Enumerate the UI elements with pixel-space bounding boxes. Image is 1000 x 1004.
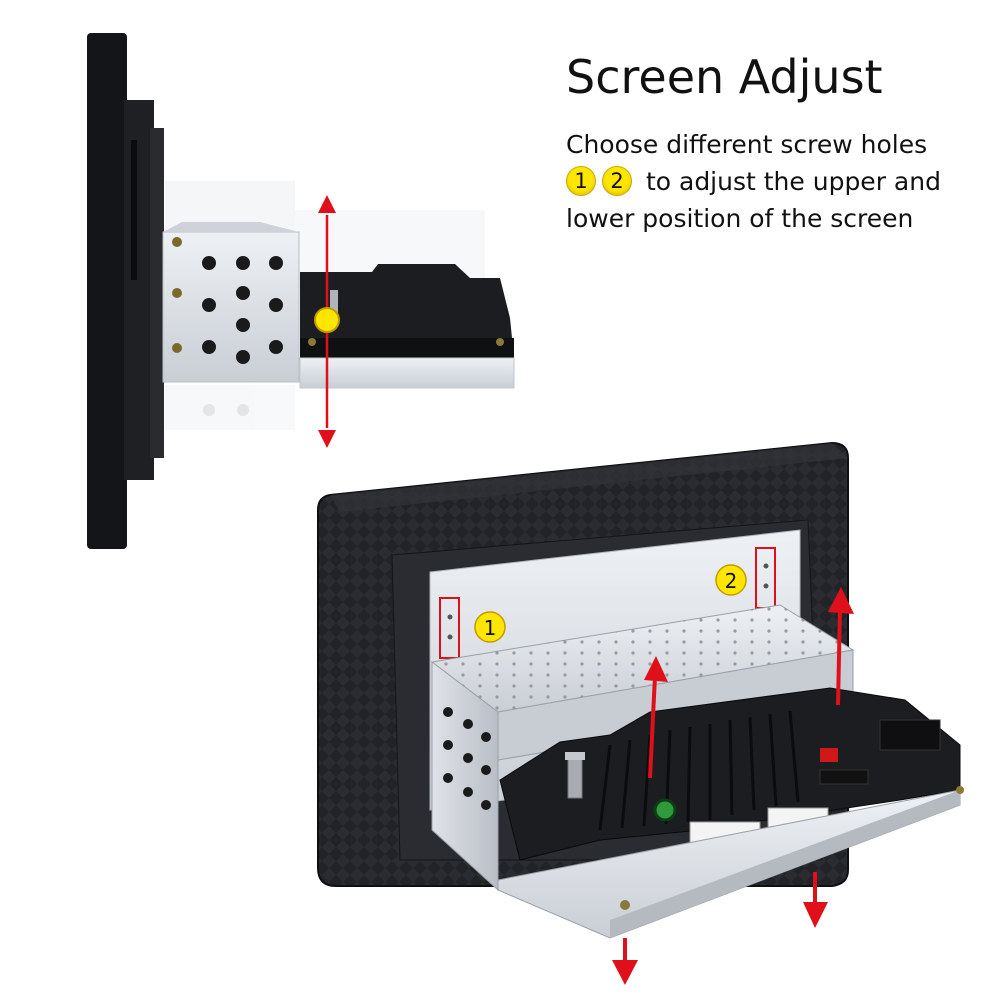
side-screen-panel <box>87 33 127 549</box>
green-indicator <box>653 798 677 822</box>
description-line-1: Choose different screw holes <box>566 130 928 159</box>
side-pivot-marker <box>314 307 340 333</box>
badge-1: 1 <box>566 166 596 196</box>
badge-2: 2 <box>602 166 632 196</box>
description-line-3: lower position of the screen <box>566 204 914 233</box>
hole-1-label: 1 <box>484 616 497 640</box>
screw-holes-1 <box>439 597 460 659</box>
side-head-unit-body <box>300 264 514 358</box>
adjust-arrow-up-right <box>828 587 854 706</box>
adjust-arrow-up-center <box>644 656 668 779</box>
adjust-arrow-down-left <box>612 938 638 985</box>
description-line-2-text: to adjust the upper and <box>645 167 941 196</box>
adjust-arrow-down-center <box>803 872 828 928</box>
side-view-unit <box>87 33 515 549</box>
page-title: Screen Adjust <box>566 50 883 104</box>
hole-1-badge: 1 <box>474 611 506 643</box>
hole-2-badge: 2 <box>715 564 747 596</box>
rear-view-unit: 1 2 <box>317 441 964 985</box>
hole-2-label: 2 <box>725 569 738 593</box>
